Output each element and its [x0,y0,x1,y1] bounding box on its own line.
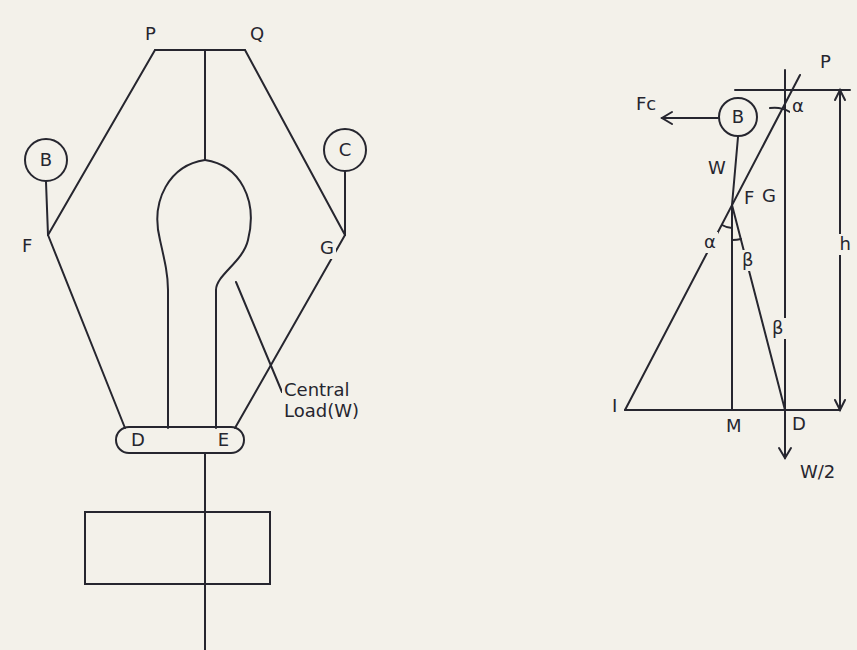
diagram-label: β [770,318,786,339]
diagram-label: h [838,234,853,255]
diagram-label: W/2 [798,462,837,483]
diagram-label: Central Load(W) [282,380,376,421]
flyball: B [24,138,68,182]
diagram-label: G [318,238,336,259]
diagram-label: F [20,236,34,257]
diagram-label: D [790,414,808,435]
diagram-label: α [790,96,806,117]
diagram-label: F [742,188,756,209]
diagram-label: P [818,52,833,73]
diagram-label: I [610,396,619,417]
diagram-label: G [760,186,778,207]
sleeve-box: DE [115,426,245,454]
point-letter: B [732,107,744,127]
diagram-label: Fc [634,94,658,115]
diagram-label: β [740,250,756,271]
point-letter: E [218,430,229,450]
diagram-label: Q [248,24,266,45]
diagram-label: W [706,158,728,179]
diagram-label: α [702,232,718,253]
flyball: C [323,128,367,172]
point-letter: C [339,140,352,160]
flyball: B [718,97,758,137]
diagram-label: P [143,24,158,45]
point-letter: D [131,430,145,450]
point-letter: B [40,150,52,170]
diagram-label: M [724,416,744,437]
